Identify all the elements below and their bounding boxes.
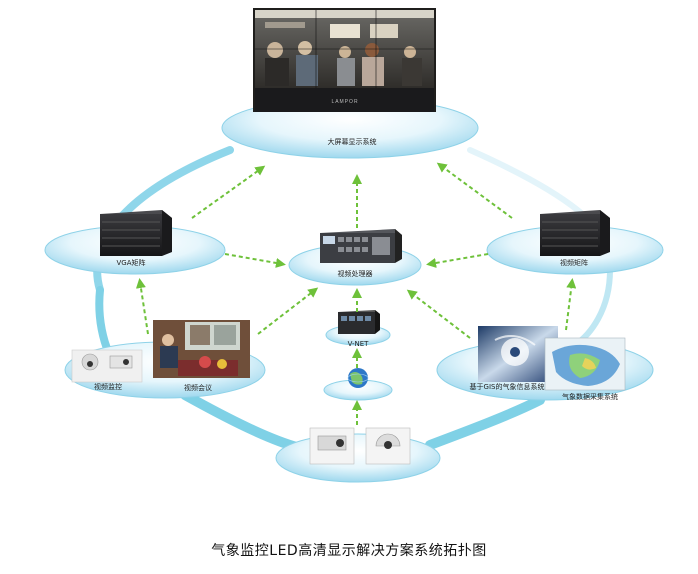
platform-cameras bbox=[275, 433, 441, 483]
big-screen-display: LAMPOR bbox=[253, 8, 436, 112]
arrow-matrix-to-processor bbox=[426, 253, 489, 268]
bottom-cameras bbox=[309, 427, 411, 465]
label-weather-data: 气象数据采集系统 bbox=[562, 392, 618, 401]
video-conference-photo bbox=[153, 320, 250, 378]
outer-ring bbox=[93, 146, 615, 453]
arrow-monitor-to-vga bbox=[135, 278, 149, 335]
monitor-cameras-image bbox=[71, 349, 143, 383]
diagram-caption: 气象监控LED高清显示解决方案系统拓扑图 bbox=[211, 543, 487, 559]
flow-arrows bbox=[135, 162, 577, 425]
vnet-device bbox=[338, 310, 380, 334]
globe-icon bbox=[347, 368, 369, 388]
label-gis-system: 基于GIS的气象信息系统 bbox=[470, 382, 545, 391]
label-video-matrix: 视频矩阵 bbox=[560, 258, 588, 267]
screen-logo: LAMPOR bbox=[331, 99, 358, 105]
label-vnet: V-NET bbox=[348, 340, 370, 348]
arrow-vga-to-processor bbox=[224, 253, 286, 268]
label-big-screen: 大屏幕显示系统 bbox=[328, 137, 377, 146]
label-video-monitor: 视频监控 bbox=[94, 382, 122, 391]
label-video-processor: 视频处理器 bbox=[338, 269, 373, 278]
video-processor-device bbox=[320, 229, 402, 263]
arrow-conference-to-processor bbox=[257, 287, 319, 335]
label-video-conference: 视频会议 bbox=[184, 383, 212, 392]
label-vga-matrix: VGA矩阵 bbox=[116, 258, 145, 267]
arrow-gis-to-processor bbox=[406, 289, 471, 339]
arrow-matrix-to-screen bbox=[436, 162, 513, 219]
weather-data-map bbox=[544, 337, 626, 391]
video-matrix-rack bbox=[540, 210, 610, 256]
arrow-vga-to-screen bbox=[191, 165, 266, 219]
gis-hurricane-image bbox=[478, 326, 558, 382]
arrow-gis-to-matrix bbox=[565, 278, 577, 331]
vga-matrix-rack bbox=[100, 210, 172, 256]
